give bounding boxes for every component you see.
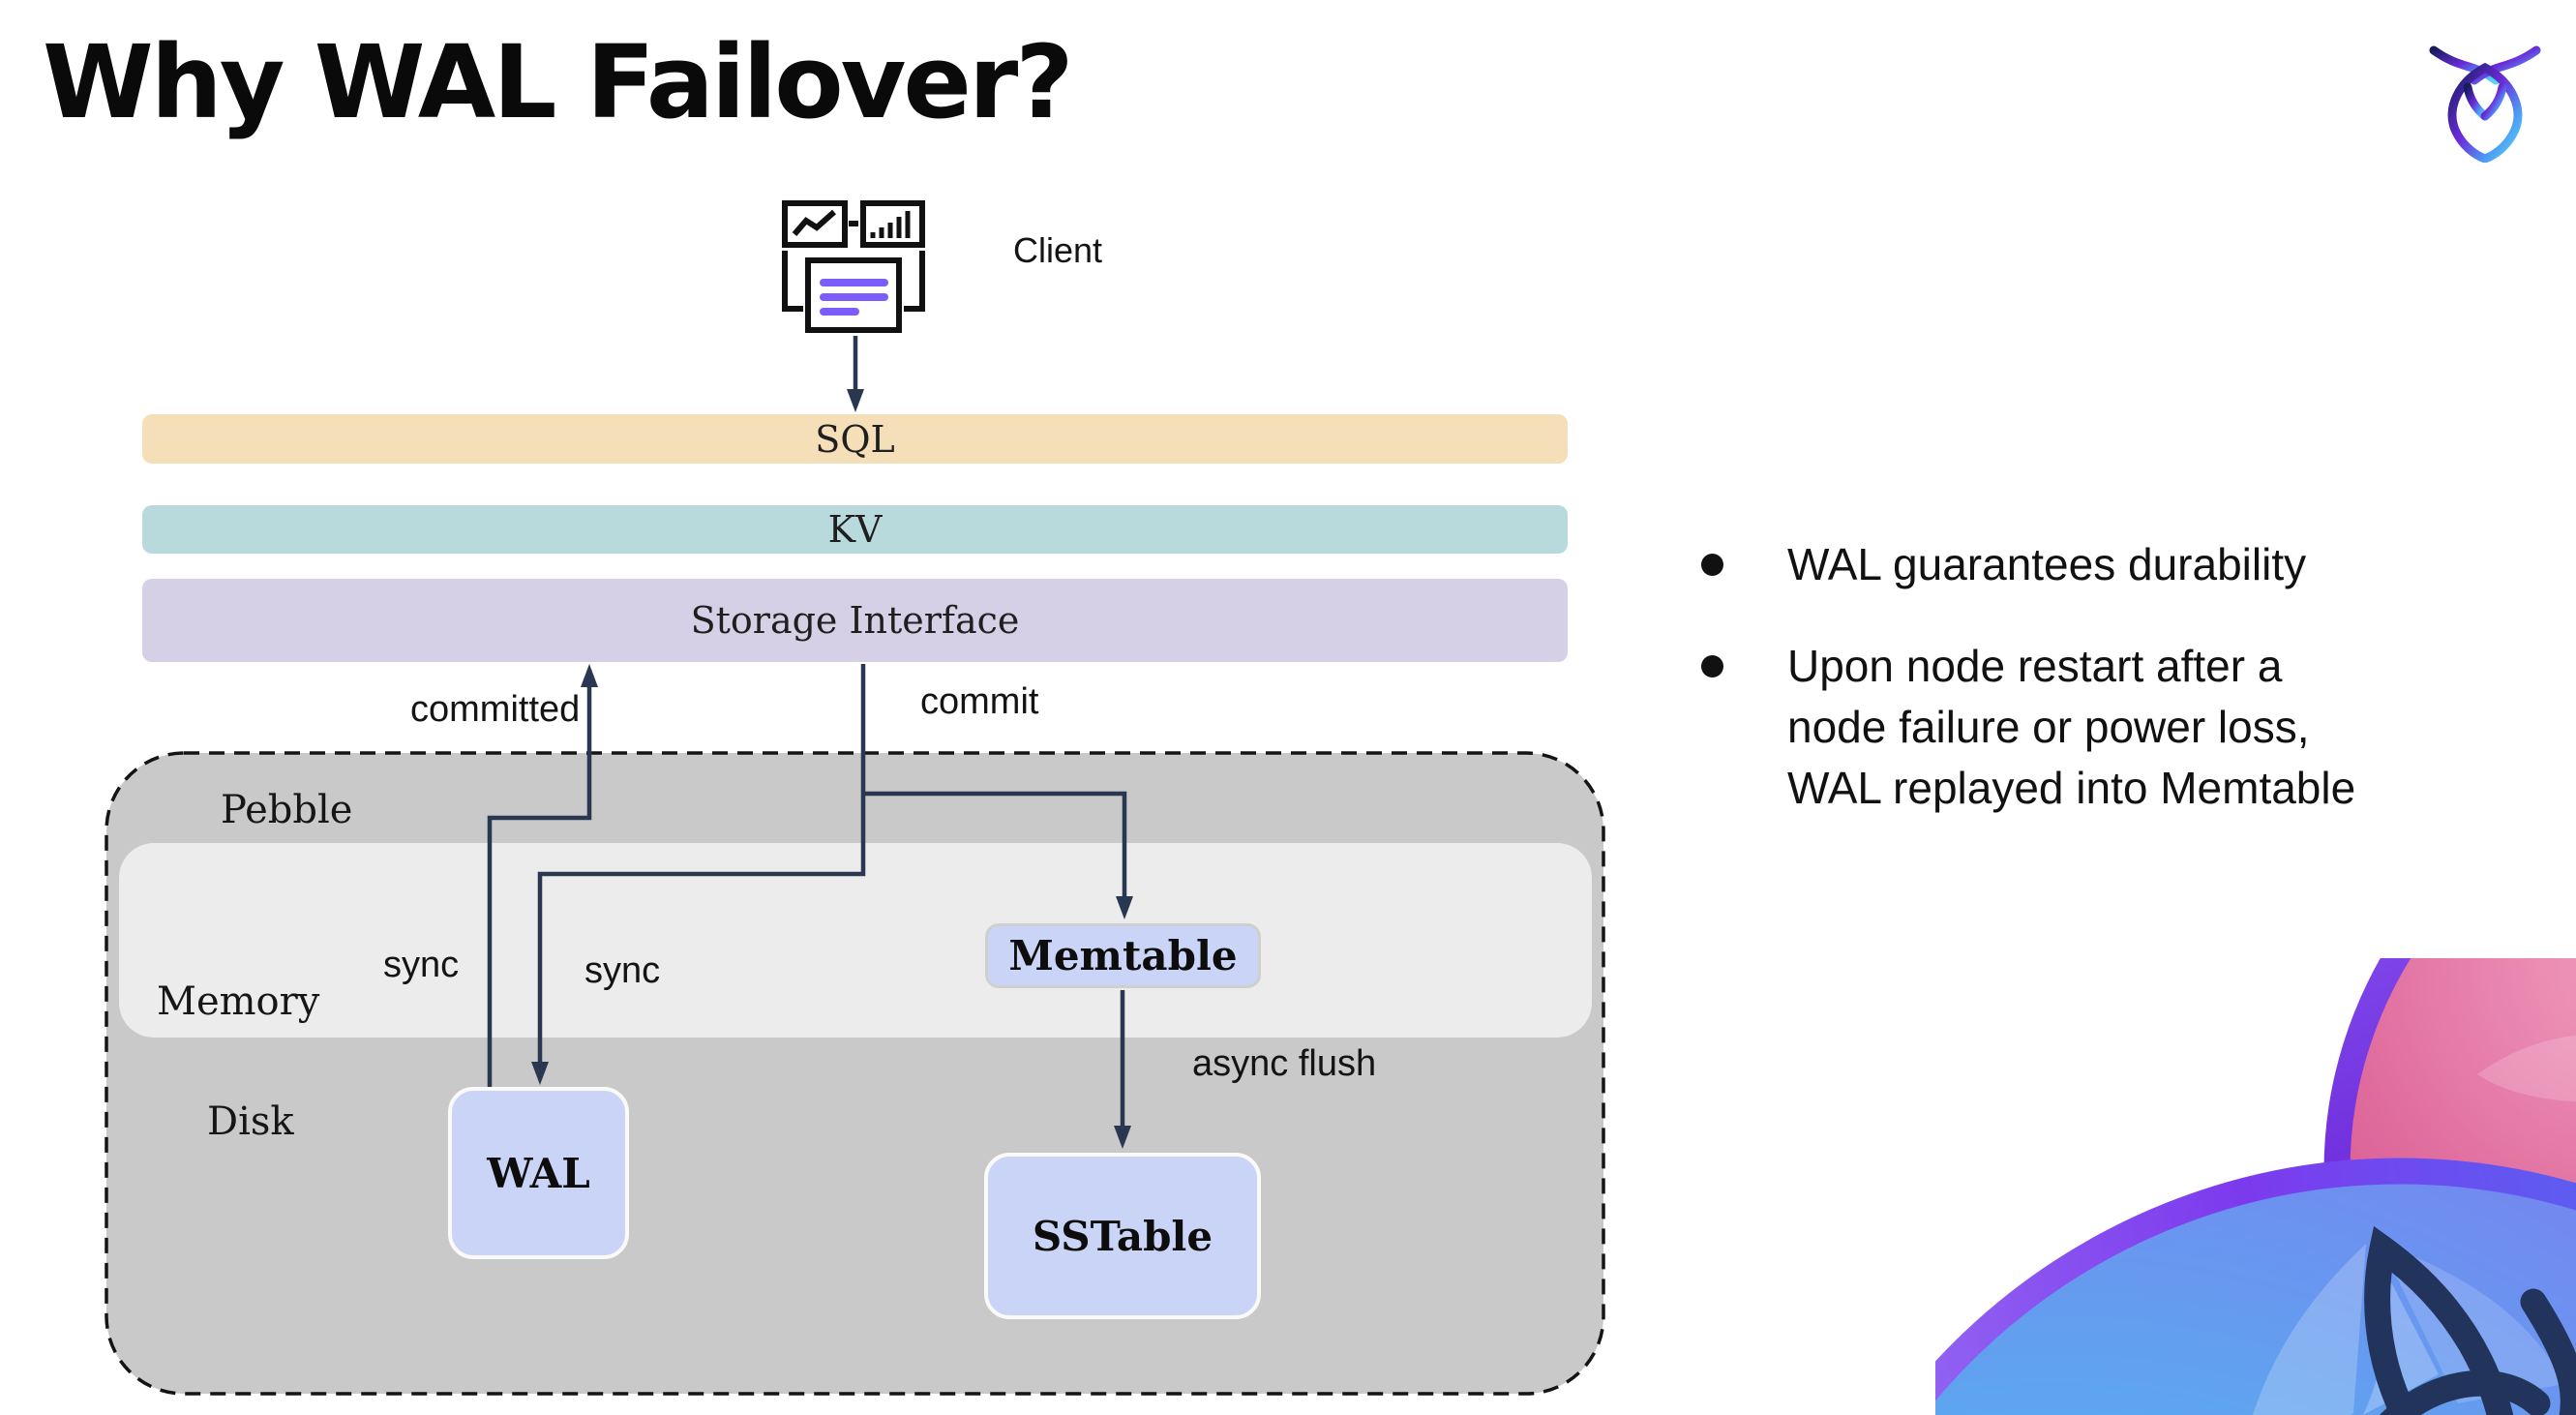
sync-left-label: sync	[383, 945, 460, 985]
pebble-label: Pebble	[221, 788, 353, 832]
memtable-node-label: Memtable	[1008, 932, 1238, 979]
commit-to-wal-arrow	[531, 664, 866, 1085]
brand-sphere-art	[1935, 958, 2576, 1415]
disk-label: Disk	[207, 1099, 294, 1144]
bullet-text: Upon node restart after a node failure o…	[1787, 641, 2356, 813]
blue-petal-left	[2252, 1244, 2366, 1415]
connectors	[487, 336, 1133, 1149]
commit-to-memtable-arrow	[863, 791, 1133, 919]
memory-band	[119, 843, 1592, 1038]
logo-vein-right	[2480, 82, 2507, 121]
layer-sql-label: SQL	[815, 417, 895, 461]
layer-kv-label: KV	[827, 508, 883, 551]
page-title: Why WAL Failover?	[43, 23, 1074, 141]
terminal-text-lines	[820, 279, 888, 316]
leaf-arc-right	[2520, 1288, 2576, 1415]
bullet-text: WAL guarantees durability	[1787, 539, 2307, 589]
sstable-node: SSTable	[984, 1153, 1261, 1319]
leaf-arc-bottom	[2380, 1370, 2551, 1415]
memtable-node: Memtable	[985, 923, 1261, 988]
committed-label: committed	[410, 689, 581, 730]
list-item: Upon node restart after a node failure o…	[1701, 636, 2533, 819]
sync-right-label: sync	[584, 950, 661, 991]
logo-antenna-right	[2470, 45, 2541, 85]
layer-sql: SQL	[142, 414, 1568, 464]
bracket-right-icon	[904, 251, 925, 312]
wal-node: WAL	[448, 1087, 629, 1259]
leaf-outline	[2364, 1225, 2576, 1415]
bracket-icons	[782, 251, 925, 312]
committed-arrow	[487, 664, 598, 1087]
memory-label: Memory	[157, 979, 320, 1024]
layer-storage-interface: Storage Interface	[142, 579, 1568, 662]
line-chart-glyph	[792, 209, 836, 236]
sstable-node-label: SSTable	[1032, 1212, 1213, 1260]
async-flush-label: async flush	[1192, 1043, 1377, 1084]
commit-label: commit	[920, 681, 1039, 722]
list-item: WAL guarantees durability	[1701, 534, 2533, 595]
leaf-shape	[2364, 1225, 2514, 1415]
layer-kv: KV	[142, 505, 1568, 554]
bracket-left-icon	[782, 251, 803, 312]
pink-petal-highlight	[2477, 1035, 2576, 1102]
bar-chart-glyph	[870, 211, 911, 238]
cockroachdb-logo	[2429, 45, 2541, 163]
client-label: Client	[1013, 230, 1103, 270]
bullet-list: WAL guarantees durability Upon node rest…	[1701, 534, 2533, 859]
bullet-dot-icon	[1701, 655, 1723, 677]
layer-storage-interface-label: Storage Interface	[690, 599, 1020, 642]
brand-art-shapes	[1935, 958, 2576, 1415]
client-terminal-icon	[782, 200, 925, 333]
wal-node-label: WAL	[487, 1149, 590, 1197]
bullet-dot-icon	[1701, 554, 1723, 576]
logo-vein-left	[2463, 82, 2490, 121]
logo-strokes	[2429, 45, 2541, 163]
blue-sphere	[1935, 1171, 2576, 1415]
logo-antenna-left	[2429, 45, 2501, 85]
blue-sphere-rim	[1935, 1158, 2576, 1401]
